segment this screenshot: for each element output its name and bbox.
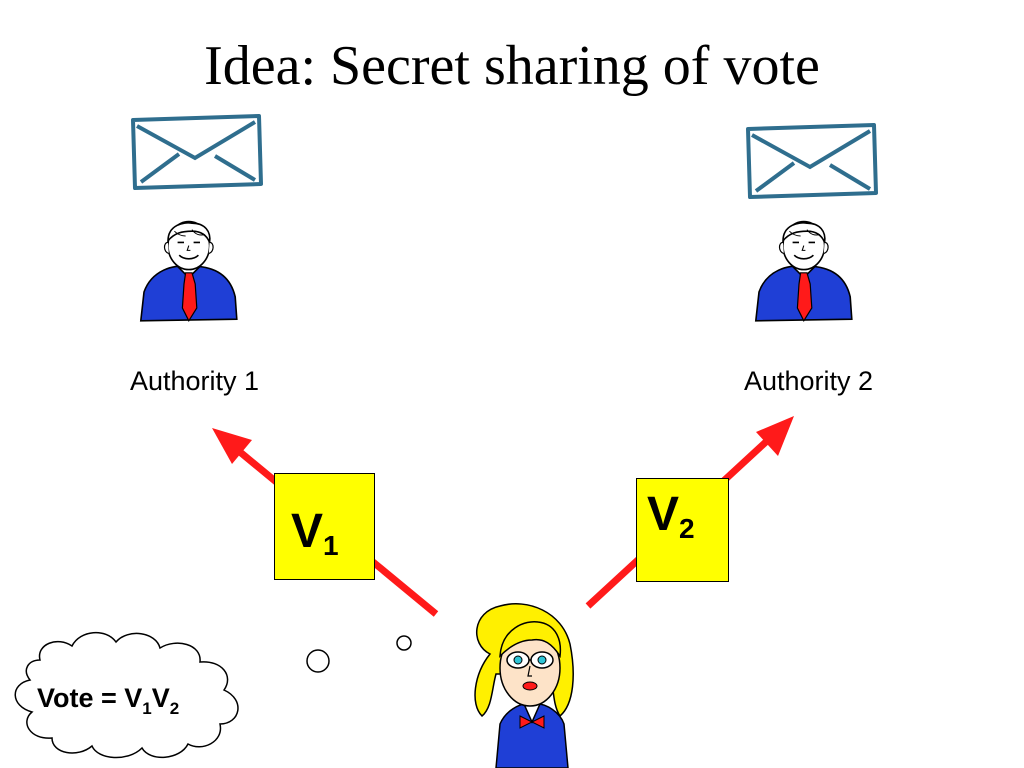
thought-cloud-icon	[14, 632, 239, 759]
slide-title: Idea: Secret sharing of vote	[204, 35, 820, 97]
thought-v1-letter: V	[124, 683, 143, 713]
thought-v2-subscript: 2	[169, 699, 180, 718]
share-v1-subscript: 1	[323, 530, 339, 561]
share-v1-letter: V	[291, 505, 324, 558]
thought-prefix: Vote =	[37, 683, 125, 713]
share-v1-box: V1	[274, 473, 375, 580]
thought-v2-letter: V	[151, 683, 170, 713]
share-v2-box: V2	[636, 478, 729, 582]
authority-person-icon	[140, 220, 238, 322]
share-v2-letter: V	[647, 488, 680, 541]
authority-person-icon	[754, 220, 853, 322]
authority-2-label: Authority 2	[744, 366, 874, 396]
thought-cloud-text: Vote = V1V2	[37, 683, 179, 719]
voter-person-icon	[474, 603, 574, 768]
authority-1-label: Authority 1	[130, 366, 260, 396]
envelope-icon	[131, 114, 263, 190]
share-v2-subscript: 2	[679, 513, 695, 544]
envelope-icon	[746, 123, 878, 199]
thought-bubble-icon	[306, 622, 488, 673]
thought-v1-subscript: 1	[142, 699, 152, 718]
